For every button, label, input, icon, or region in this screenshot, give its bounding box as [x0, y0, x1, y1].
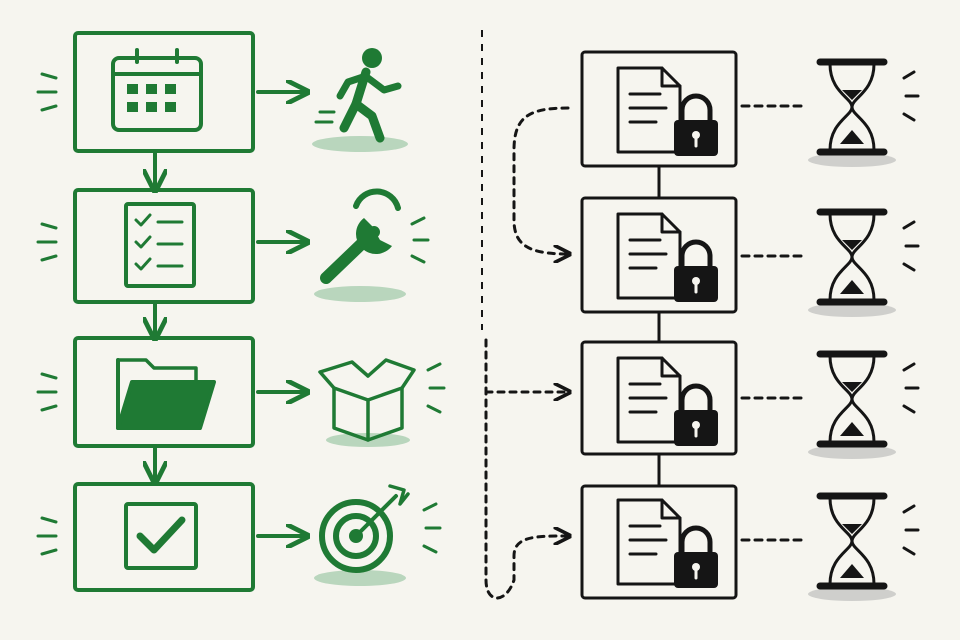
right-step-box-3: [580, 340, 738, 456]
left-process-flow: [36, 31, 446, 592]
hourglass-icon: [808, 58, 920, 167]
folder-icon: [116, 358, 216, 430]
right-step-1: [580, 50, 738, 168]
checkmark-icon: [124, 502, 198, 570]
left-step-box-1: [73, 31, 255, 153]
left-step-4: [36, 482, 442, 592]
right-wait-links: [740, 104, 808, 542]
calendar-icon: [111, 48, 203, 132]
right-dashed-inputs: [484, 106, 568, 600]
hourglass-icon: [808, 350, 920, 459]
running-person-icon: [312, 48, 408, 152]
left-step-box-3: [73, 336, 255, 448]
open-box-icon: [318, 358, 446, 447]
left-step-2: [36, 188, 430, 304]
left-emphasis-marks-2: [36, 222, 58, 262]
right-step-4: [580, 484, 738, 600]
right-step-box-1: [580, 50, 738, 168]
left-step-box-2: [73, 188, 255, 304]
locked-document-icon: [616, 212, 718, 302]
hourglass-icon: [808, 492, 920, 601]
right-step-2: [580, 196, 738, 314]
left-step-3: [36, 336, 446, 448]
locked-document-icon: [616, 66, 718, 156]
left-step-box-4: [73, 482, 255, 592]
left-emphasis-marks-4: [36, 516, 58, 556]
left-step-1: [36, 31, 408, 153]
right-process-flow: [484, 50, 920, 601]
right-step-3: [580, 340, 738, 456]
hourglass-icon: [808, 208, 920, 317]
left-emphasis-marks-3: [36, 372, 58, 412]
right-step-box-4: [580, 484, 738, 600]
locked-document-icon: [616, 356, 718, 446]
left-emphasis-marks-1: [36, 72, 58, 112]
wrench-icon: [314, 188, 430, 302]
locked-document-icon: [616, 498, 718, 588]
checklist-icon: [124, 202, 196, 288]
target-arrow-icon: [314, 484, 442, 586]
right-step-box-2: [580, 196, 738, 314]
